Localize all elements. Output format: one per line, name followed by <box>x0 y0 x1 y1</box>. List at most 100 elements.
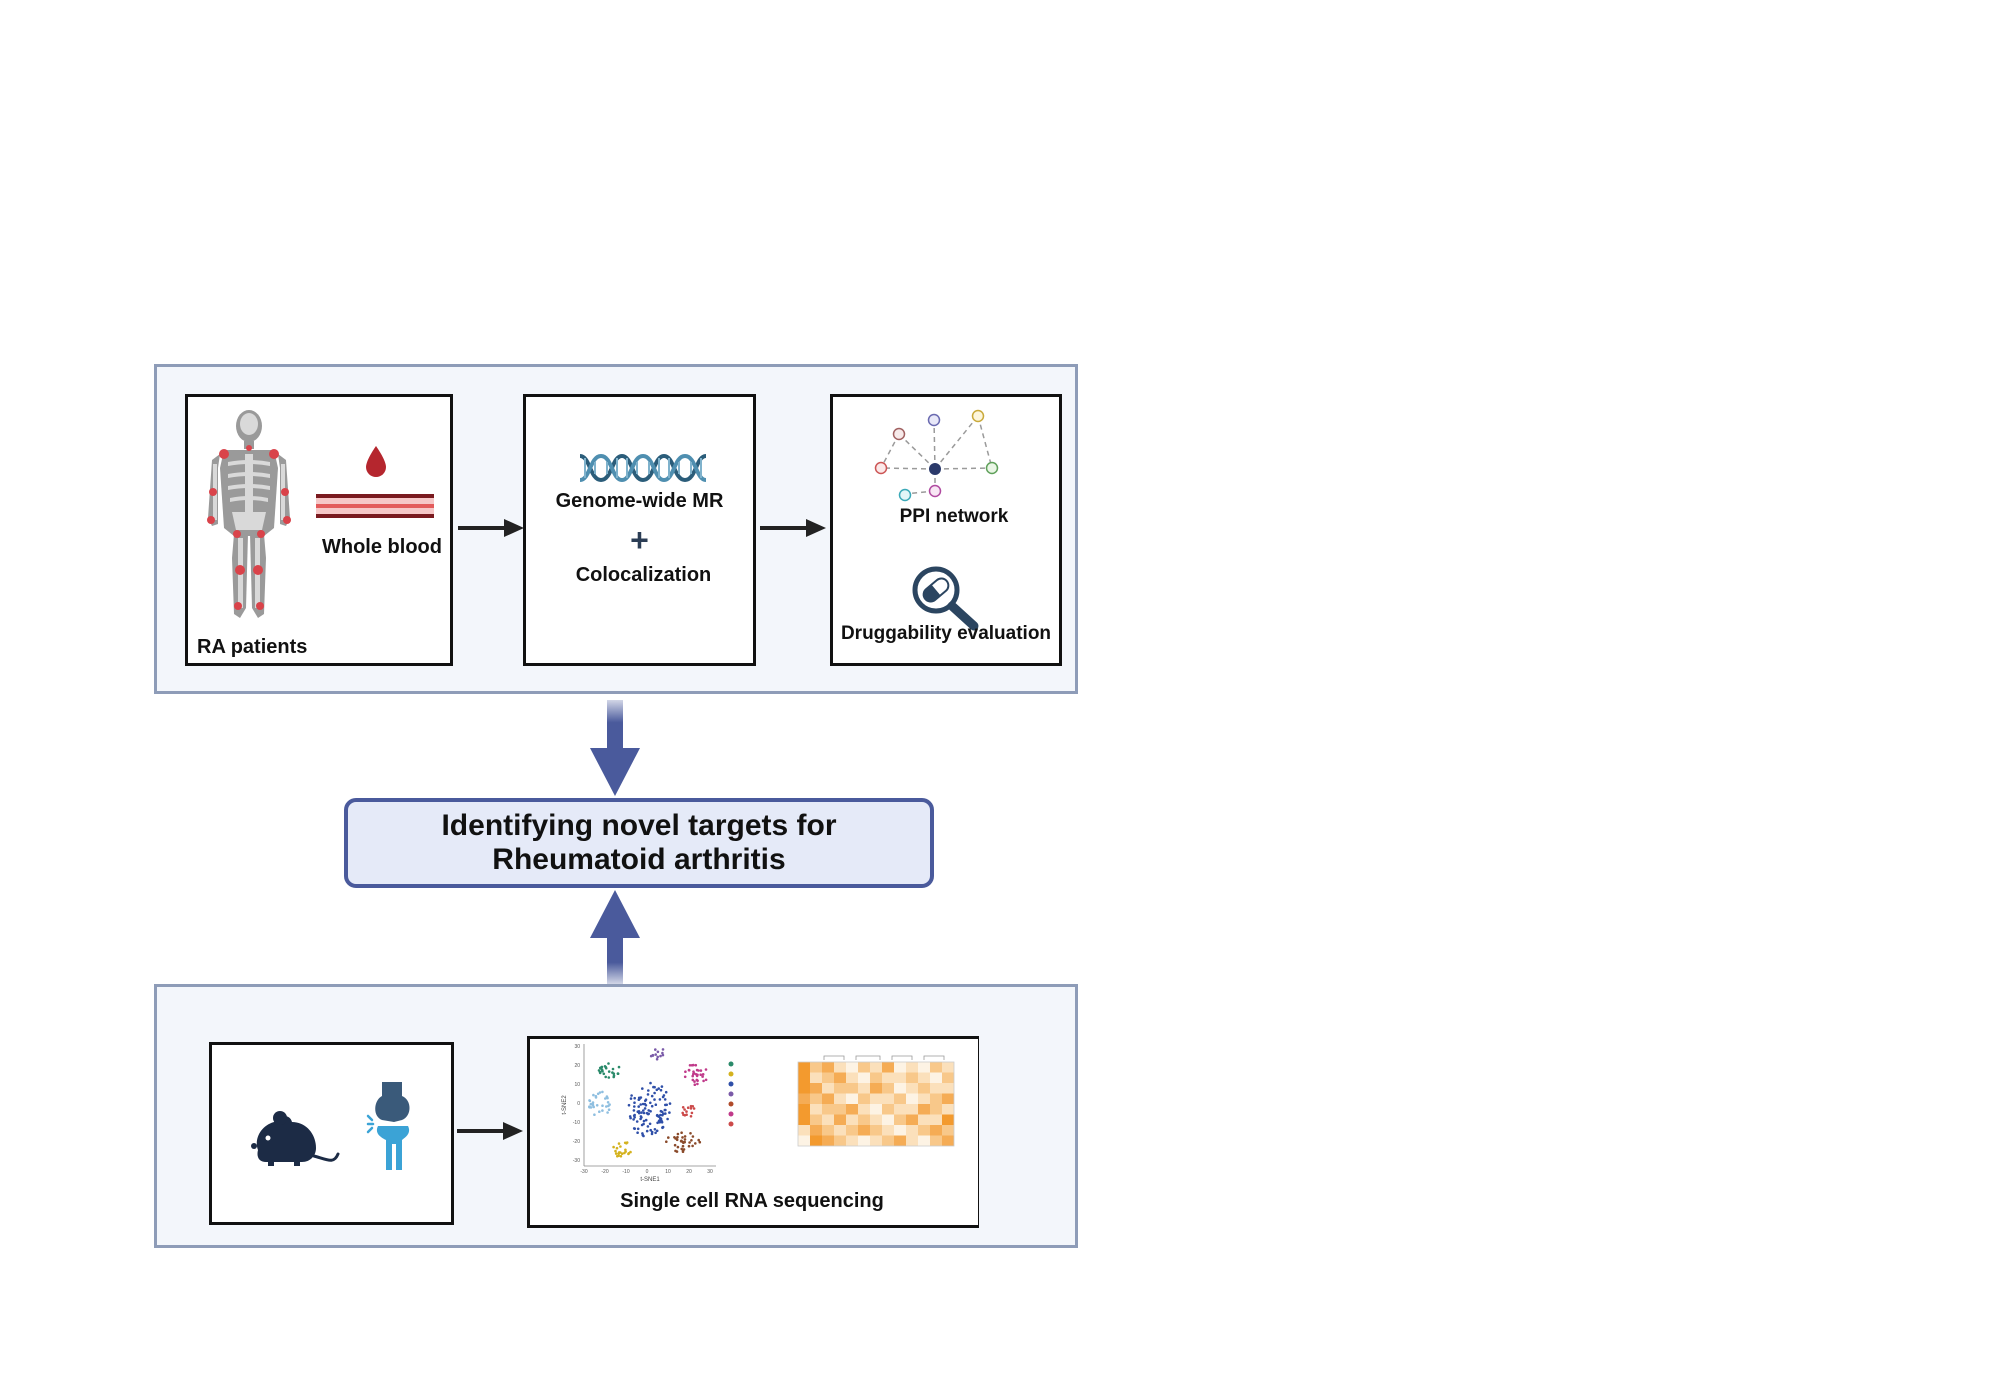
tsne-xlabel: t-SNE1 <box>640 1177 660 1183</box>
arrow-right-3 <box>457 1122 523 1140</box>
colocalization-label: Colocalization <box>575 564 712 586</box>
tsne-point <box>616 1072 620 1075</box>
tsne-point <box>690 1111 694 1115</box>
tsne-point <box>681 1136 684 1139</box>
tsne-point <box>682 1148 686 1151</box>
druggability-label: Druggability evaluation <box>840 623 1052 644</box>
heatmap-cell <box>798 1135 810 1146</box>
tsne-point <box>639 1103 642 1106</box>
heatmap-cell <box>858 1104 870 1115</box>
tsne-point <box>607 1076 611 1079</box>
tsne-point <box>633 1096 636 1100</box>
heatmap-cell <box>882 1135 894 1146</box>
blood-vessel-icon <box>316 494 434 518</box>
heatmap-cell <box>942 1114 954 1125</box>
heatmap-cell <box>846 1104 858 1115</box>
heatmap-cell <box>798 1125 810 1136</box>
tsne-point <box>697 1138 700 1142</box>
tsne-point <box>661 1113 664 1117</box>
tsne-point <box>659 1113 662 1117</box>
tsne-point <box>624 1150 627 1153</box>
tsne-y-tick: -30 <box>573 1158 580 1164</box>
goal-line-1: Identifying novel targets for <box>441 809 837 842</box>
tsne-point <box>602 1072 606 1076</box>
tsne-point <box>611 1067 615 1071</box>
tsne-point <box>628 1115 632 1118</box>
tsne-point <box>653 1098 656 1101</box>
tsne-point <box>625 1141 629 1144</box>
tsne-point <box>674 1149 677 1153</box>
heatmap-cell <box>822 1114 834 1125</box>
tsne-point <box>606 1101 610 1104</box>
genome-wide-mr-label: Genome-wide MR <box>555 490 724 512</box>
tsne-point <box>591 1102 594 1106</box>
heatmap-cell <box>918 1083 930 1094</box>
heatmap-cell <box>930 1104 942 1115</box>
heatmap-cell <box>810 1072 822 1083</box>
tsne-point <box>633 1113 636 1117</box>
tsne-point <box>692 1107 696 1110</box>
tsne-point <box>663 1098 667 1101</box>
tsne-point <box>642 1122 645 1126</box>
heatmap-cell <box>918 1114 930 1125</box>
tsne-point <box>689 1107 693 1110</box>
heatmap-cell <box>942 1104 954 1115</box>
tsne-point <box>694 1142 697 1145</box>
tsne-point <box>668 1111 671 1114</box>
heatmap-cell <box>846 1093 858 1104</box>
tsne-point <box>655 1088 659 1092</box>
tsne-point <box>683 1140 686 1144</box>
tsne-point <box>691 1074 694 1078</box>
tsne-point <box>702 1079 705 1083</box>
whole-blood-label: Whole blood <box>322 536 442 558</box>
tsne-y-tick: 30 <box>574 1044 580 1050</box>
heatmap-cell <box>822 1072 834 1083</box>
tsne-point <box>690 1139 693 1142</box>
tsne-point <box>699 1069 703 1072</box>
legend-dot <box>728 1071 734 1077</box>
tsne-point <box>691 1135 695 1138</box>
tsne-point <box>655 1057 659 1061</box>
heatmap-cell <box>882 1125 894 1136</box>
heatmap-cell <box>834 1104 846 1115</box>
tsne-point <box>656 1113 659 1117</box>
tsne-x-tick: -20 <box>601 1169 608 1175</box>
tsne-point <box>695 1068 699 1072</box>
tsne-point <box>653 1091 656 1095</box>
tsne-point <box>701 1075 704 1078</box>
heatmap-cell <box>858 1062 870 1073</box>
tsne-point <box>604 1097 607 1100</box>
heatmap-cell <box>870 1083 882 1094</box>
tsne-ylabel: t-SNE2 <box>562 1095 568 1115</box>
tsne-y-tick: 10 <box>574 1082 580 1088</box>
heatmap-cell <box>894 1125 906 1136</box>
tsne-point <box>607 1108 611 1111</box>
heatmap-cell <box>882 1062 894 1073</box>
heatmap-cell <box>942 1062 954 1073</box>
tsne-point <box>647 1089 650 1092</box>
heatmap-cell <box>870 1093 882 1104</box>
heatmap-cell <box>822 1125 834 1136</box>
tsne-point <box>698 1140 702 1144</box>
tsne-point <box>658 1098 662 1101</box>
tsne-point <box>592 1105 595 1109</box>
mouse-joint-card <box>209 1042 454 1225</box>
heatmap-cell <box>930 1135 942 1146</box>
tsne-point <box>685 1110 688 1113</box>
heatmap-cell <box>930 1072 942 1083</box>
tsne-point <box>612 1074 616 1078</box>
tsne-point <box>637 1096 641 1100</box>
heatmap-cell <box>882 1114 894 1125</box>
tsne-point <box>612 1072 616 1075</box>
heatmap-cell <box>846 1062 858 1073</box>
ra-patients-label: RA patients <box>197 636 308 658</box>
heatmap-cell <box>810 1083 822 1094</box>
heatmap-cell <box>834 1093 846 1104</box>
tsne-point <box>654 1053 657 1056</box>
tsne-point <box>642 1119 646 1123</box>
tsne-point <box>659 1054 662 1058</box>
tsne-point <box>588 1099 591 1102</box>
heatmap-cell <box>930 1083 942 1094</box>
tsne-point <box>687 1144 691 1148</box>
heatmap-cell <box>906 1104 918 1115</box>
